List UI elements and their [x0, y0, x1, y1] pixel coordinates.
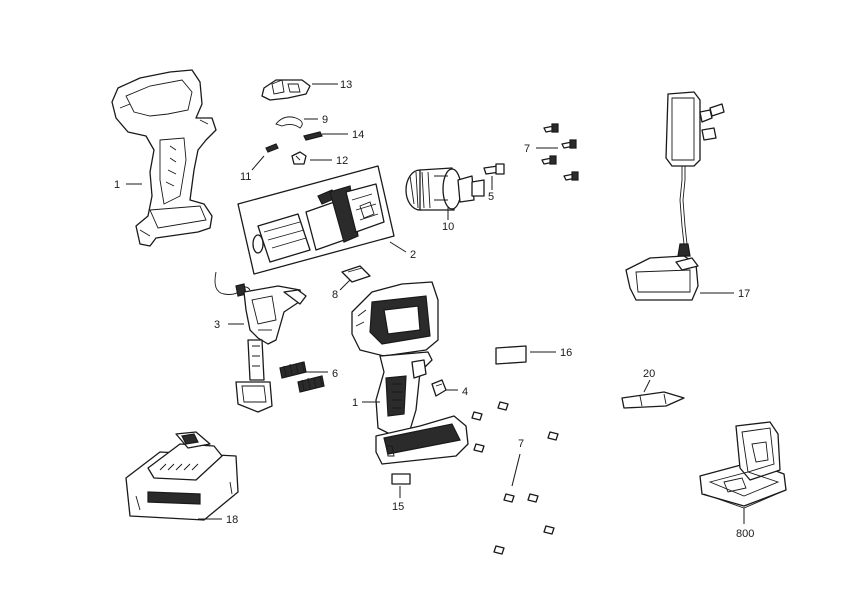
spring-part-11 — [265, 143, 279, 153]
callout-11: 11 — [240, 171, 251, 183]
callout-5: 5 — [488, 191, 494, 203]
springs-part-6 — [279, 361, 325, 393]
callout-8: 8 — [332, 289, 338, 301]
callout-1-assembled: 1 — [352, 397, 358, 409]
motor-gearbox-part-2 — [237, 165, 395, 275]
label-part-16 — [495, 345, 527, 365]
callout-16: 16 — [560, 347, 572, 359]
carrying-case-part-800 — [699, 421, 787, 509]
callout-9: 9 — [322, 114, 328, 126]
callout-7-lower: 7 — [518, 438, 524, 450]
callout-1-housing-half: 1 — [114, 179, 120, 191]
spring-part-14 — [303, 131, 323, 141]
switch-slider-part-13 — [261, 79, 311, 101]
callout-7-upper: 7 — [524, 143, 530, 155]
chuck-screw-part-5 — [483, 163, 505, 175]
spring-clip-part-9 — [275, 116, 303, 129]
screws-part-7-upper — [541, 123, 579, 181]
clip-part-4 — [431, 379, 447, 397]
battery-part-18 — [125, 431, 239, 521]
callout-12: 12 — [336, 155, 348, 167]
callout-15: 15 — [392, 501, 404, 513]
charger-part-17 — [625, 91, 725, 301]
callout-2: 2 — [410, 249, 416, 261]
callout-10: 10 — [442, 221, 454, 233]
switch-assembly-part-3 — [214, 271, 307, 413]
plate-part-8 — [341, 265, 371, 283]
screwdriver-bit-part-20 — [621, 391, 685, 409]
housing-half-part-1 — [111, 69, 217, 247]
callout-4: 4 — [462, 386, 468, 398]
assembled-drill — [351, 281, 469, 465]
callout-13: 13 — [340, 79, 352, 91]
callout-3: 3 — [214, 319, 220, 331]
callout-14: 14 — [352, 129, 364, 141]
label-part-15 — [391, 473, 411, 485]
callout-6: 6 — [332, 368, 338, 380]
callout-20: 20 — [643, 368, 655, 380]
callout-17: 17 — [738, 288, 750, 300]
screws-part-7-lower — [471, 401, 559, 555]
callout-800: 800 — [736, 528, 754, 540]
clip-part-12 — [291, 151, 307, 165]
callout-18: 18 — [226, 514, 238, 526]
chuck-part-10 — [405, 167, 485, 211]
